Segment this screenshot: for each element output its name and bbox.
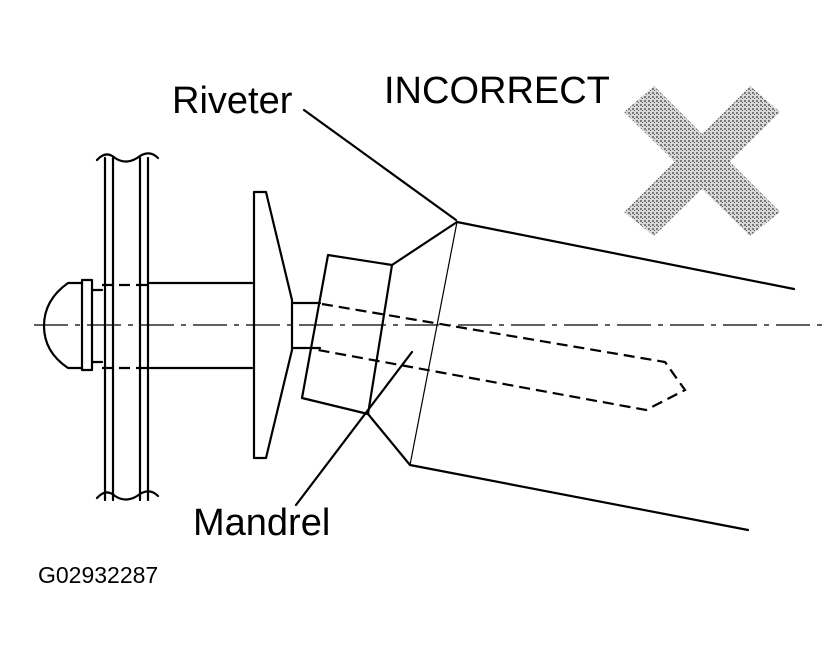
mandrel-hidden (317, 302, 687, 412)
mandrel-leader (294, 350, 414, 507)
riveter-label: Riveter (172, 80, 293, 122)
rivet-head (42, 278, 104, 372)
x-cross-icon (624, 86, 780, 236)
panel-section (95, 152, 160, 502)
mandrel-label: Mandrel (193, 502, 331, 544)
figure-id: G02932287 (38, 562, 159, 588)
riveter-tool (300, 220, 796, 532)
incorrect-label: INCORRECT (384, 70, 610, 112)
riveter-leader (302, 108, 458, 222)
mandrel-stub (290, 301, 322, 350)
rivet-flange (252, 190, 294, 460)
rivet-body (102, 281, 254, 370)
